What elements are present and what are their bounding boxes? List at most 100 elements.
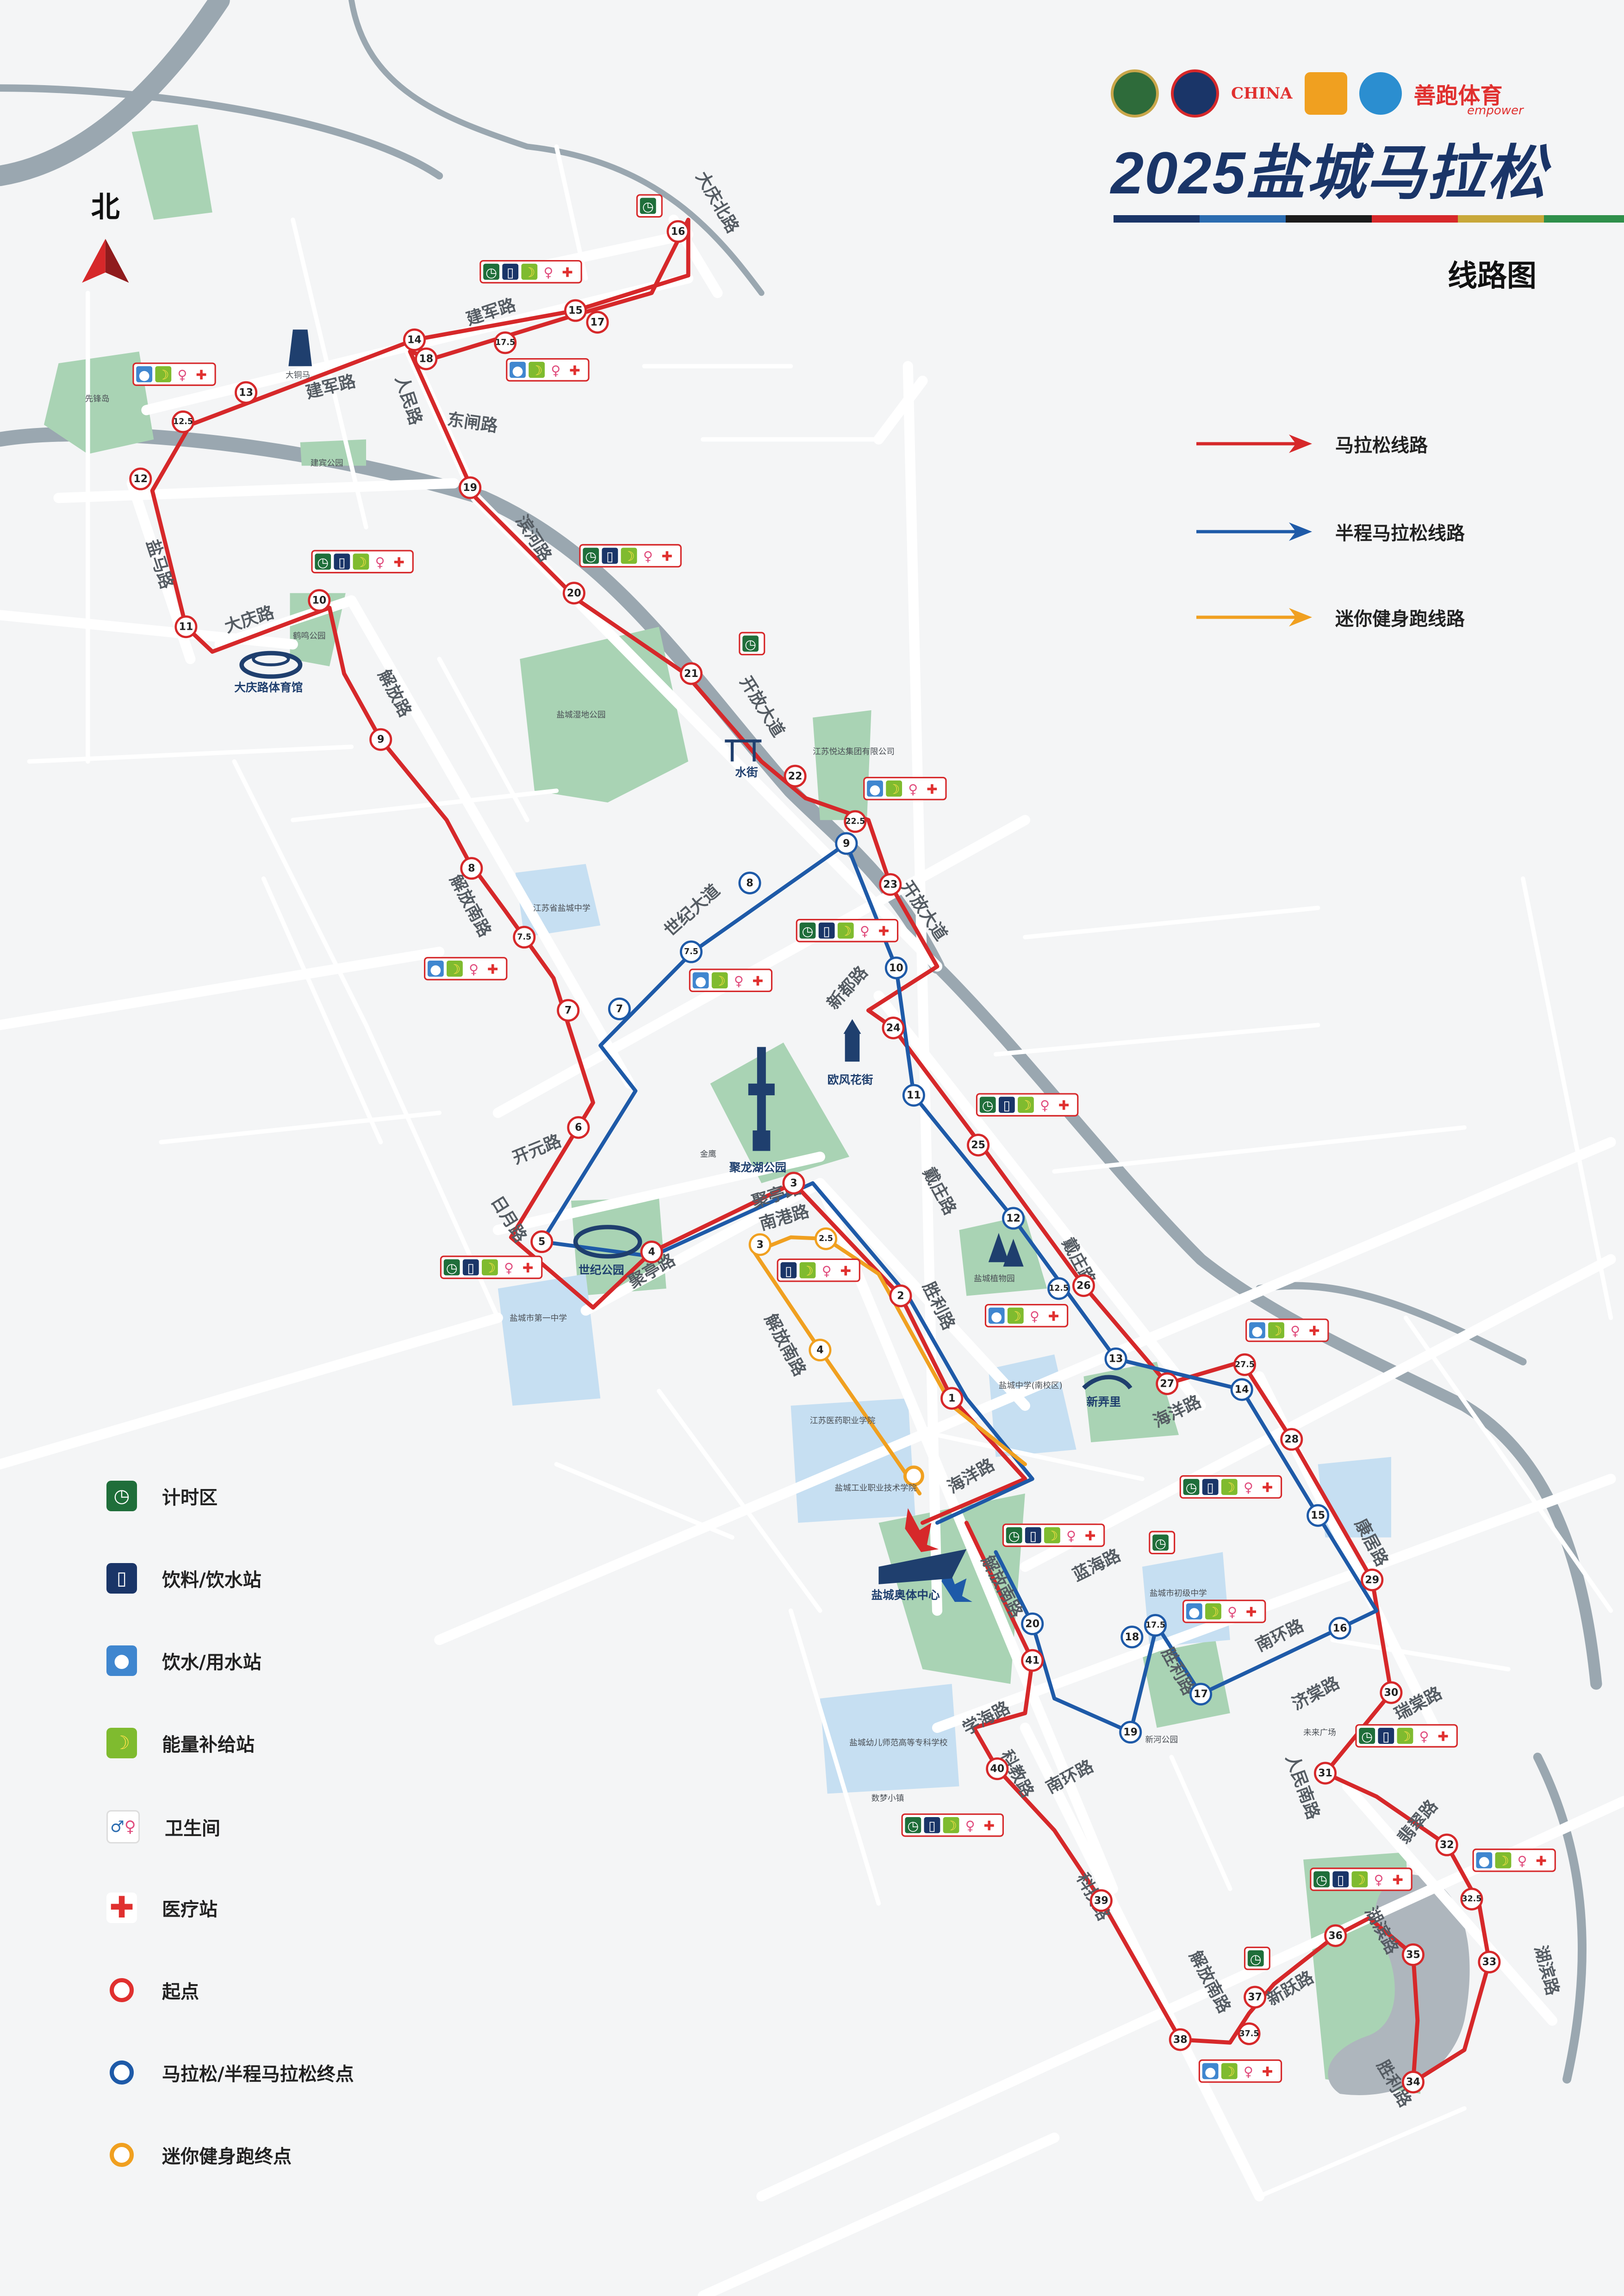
banana-icon-glyph: ☽ bbox=[1046, 1528, 1058, 1544]
supply-station: ●☽♀✚ bbox=[1245, 1318, 1329, 1342]
banana-icon-glyph: ☽ bbox=[840, 924, 852, 939]
toilet-icon-glyph: ♀ bbox=[643, 549, 653, 564]
place-label: 盐城植物园 bbox=[974, 1274, 1015, 1284]
drink-cup-icon-glyph: ▯ bbox=[606, 549, 614, 564]
drink-cup-icon bbox=[998, 1097, 1015, 1113]
place-label: 盐城市第一中学 bbox=[510, 1313, 567, 1323]
mini-run-route bbox=[752, 1235, 1027, 1496]
red-cross-icon-glyph: ✚ bbox=[569, 363, 580, 378]
marathon-km-marker-label: 13 bbox=[239, 386, 253, 398]
banana-icon-glyph: ☽ bbox=[484, 1260, 496, 1276]
water-drop-icon bbox=[1249, 1322, 1265, 1339]
supply-station: ◷▯☽♀✚ bbox=[311, 550, 414, 574]
marathon-km-marker: 17 bbox=[586, 310, 609, 334]
supply-station: ◷▯☽♀✚ bbox=[901, 1813, 1004, 1837]
marathon-km-marker-label: 30 bbox=[1384, 1687, 1399, 1699]
statue-icon bbox=[288, 329, 312, 366]
stopwatch-icon-glyph: ◷ bbox=[1361, 1729, 1373, 1744]
marathon-km-marker-label: 35 bbox=[1406, 1948, 1420, 1961]
water-drop-icon-glyph: ● bbox=[1188, 1605, 1200, 1620]
water-drop-icon-glyph: ● bbox=[1205, 2064, 1216, 2079]
stopwatch-icon-glyph: ◷ bbox=[1186, 1480, 1197, 1496]
place-label: 盐城工业职业技术学院 bbox=[835, 1483, 917, 1493]
landmark-label: 世纪公园 bbox=[579, 1263, 624, 1277]
half-marathon-km-marker-label: 17 bbox=[1194, 1688, 1208, 1700]
banana-icon: ☽ bbox=[106, 1728, 137, 1758]
half-marathon-km-marker: 7.5 bbox=[679, 940, 703, 963]
legend-label: 马拉松线路 bbox=[1335, 435, 1428, 456]
association-logo bbox=[1111, 69, 1159, 118]
banana-icon bbox=[1044, 1527, 1060, 1544]
marathon-km-marker: 7.5 bbox=[513, 925, 536, 949]
banana-icon bbox=[711, 972, 728, 989]
toilet-icon-glyph: ♀ bbox=[504, 1260, 514, 1276]
stopwatch-icon bbox=[979, 1097, 996, 1113]
empower-sub-logo: empower bbox=[1467, 104, 1524, 118]
title-color-bar bbox=[1286, 215, 1372, 223]
legend-label: 起点 bbox=[162, 1981, 199, 2003]
marathon-km-marker-label: 12.5 bbox=[173, 417, 193, 427]
banana-icon bbox=[1221, 1479, 1238, 1495]
toilet-icon-glyph: ♀ bbox=[375, 555, 385, 570]
banana-icon bbox=[1018, 1097, 1034, 1113]
stopwatch-icon-glyph: ◷ bbox=[317, 555, 329, 570]
north-label: 北 bbox=[91, 190, 120, 224]
toilet-icon-glyph: ♀ bbox=[544, 265, 554, 280]
legend-energy-station: ☽ 能量补给站 bbox=[106, 1728, 255, 1758]
half-marathon-km-marker-label: 7.5 bbox=[684, 947, 698, 956]
supply-station: ◷▯☽♀✚ bbox=[579, 544, 682, 568]
banana-icon bbox=[1397, 1727, 1413, 1744]
stopwatch-icon-glyph: ◷ bbox=[802, 924, 814, 939]
stopwatch-icon bbox=[315, 553, 331, 570]
marathon-km-marker: 13 bbox=[235, 381, 258, 404]
toilet-icon-glyph: ♀ bbox=[178, 367, 187, 383]
marathon-km-marker-label: 27.5 bbox=[1235, 1360, 1255, 1369]
toilet-icon bbox=[174, 366, 191, 383]
red-cross-icon bbox=[876, 922, 892, 939]
star-logo bbox=[1304, 72, 1347, 115]
red-cross-icon-glyph: ✚ bbox=[1246, 1605, 1257, 1620]
marathon-km-marker-label: 34 bbox=[1406, 2076, 1420, 2088]
marathon-km-marker: 37.5 bbox=[1238, 2022, 1261, 2045]
marathon-km-marker: 18 bbox=[415, 348, 438, 371]
toilet-icon bbox=[1037, 1097, 1053, 1113]
half-marathon-km-marker: 11 bbox=[902, 1084, 925, 1107]
marathon-km-marker-label: 12 bbox=[133, 473, 148, 485]
supply-stations: ◷◷▯☽♀✚●☽♀✚●☽♀✚◷▯☽♀✚◷▯☽♀✚◷●☽♀✚◷▯☽♀✚●☽♀✚●☽… bbox=[132, 194, 1556, 2083]
landmarks: 大庆路体育馆 水街 欧风花街 聚龙湖公园 世纪公园 新弄里 盐城奥体中心 bbox=[234, 329, 1132, 1602]
marathon-km-marker-label: 36 bbox=[1328, 1930, 1343, 1942]
marathon-km-marker: 4 bbox=[640, 1241, 663, 1264]
half-marathon-km-marker: 8 bbox=[738, 871, 761, 894]
red-cross-icon bbox=[1533, 1852, 1549, 1868]
toilet-icon bbox=[1370, 1871, 1387, 1887]
water-drop-icon-glyph: ● bbox=[1478, 1853, 1490, 1868]
marathon-km-marker: 21 bbox=[679, 662, 703, 685]
red-cross-icon-glyph: ✚ bbox=[523, 1260, 534, 1276]
marathon-km-marker: 38 bbox=[1169, 2028, 1192, 2051]
marathon-km-marker: 8 bbox=[460, 857, 483, 880]
stopwatch-icon bbox=[1359, 1727, 1375, 1744]
red-cross-icon-glyph: ✚ bbox=[562, 265, 573, 280]
drink-cup-icon bbox=[1202, 1479, 1219, 1495]
marathon-km-marker-label: 19 bbox=[463, 482, 477, 494]
supply-station: ◷▯☽♀✚ bbox=[479, 260, 582, 284]
place-labels: 先锋岛 大铜马 建宾公园 鹤鸣公园 盐城湿地公园 江苏悦达集团有限公司 江苏省盐… bbox=[85, 371, 1336, 1804]
red-cross-icon-glyph: ✚ bbox=[878, 924, 890, 939]
legend-label: 饮水/用水站 bbox=[162, 1652, 261, 1673]
toilet-icon-glyph: ♀ bbox=[1040, 1098, 1050, 1113]
toilet-icon bbox=[962, 1817, 978, 1833]
water-drop-icon bbox=[988, 1307, 1005, 1324]
red-cross-icon bbox=[924, 780, 940, 797]
drink-cup-icon-glyph: ▯ bbox=[928, 1818, 936, 1833]
half-marathon-km-marker: 17.5 bbox=[1144, 1613, 1167, 1637]
marathon-km-marker: 20 bbox=[562, 582, 585, 605]
toilet-icon bbox=[640, 547, 656, 564]
place-label: 数梦小镇 bbox=[871, 1793, 904, 1803]
legend-label: 半程马拉松线路 bbox=[1335, 523, 1465, 544]
banana-icon bbox=[886, 780, 902, 797]
drink-cup-icon bbox=[602, 547, 618, 564]
legend-mini-run-route: 迷你健身跑线路 bbox=[1196, 604, 1465, 631]
half-marathon-km-marker: 13 bbox=[1104, 1347, 1127, 1371]
water-drop-icon: ● bbox=[106, 1645, 137, 1676]
marathon-km-marker-label: 20 bbox=[567, 587, 581, 599]
